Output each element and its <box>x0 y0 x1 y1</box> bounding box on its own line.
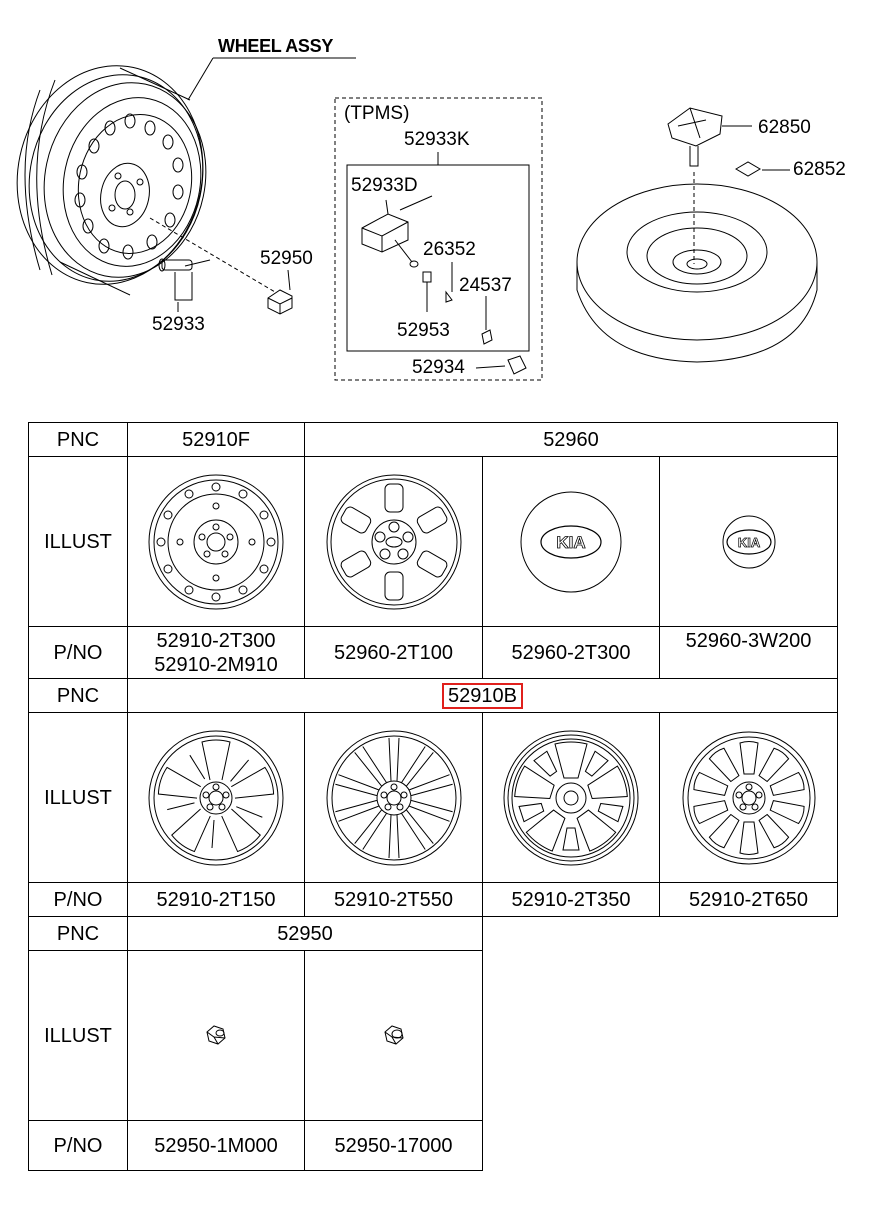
illust-alloy-wheel-2T350[interactable] <box>482 712 660 883</box>
illust-center-cap-large[interactable]: KIA <box>482 456 660 627</box>
illust-label: ILLUST <box>28 712 128 883</box>
part-24537-drawing <box>481 329 493 345</box>
valve-stem-drawing <box>158 258 211 301</box>
pno-label: P/NO <box>28 1120 128 1171</box>
alloy-wheel-icon <box>682 731 815 864</box>
part-62852-drawing <box>735 161 761 177</box>
kia-logo-icon: KIA <box>556 533 585 552</box>
pno-cell: 52910-2T550 <box>304 882 483 917</box>
pnc-label: PNC <box>28 678 128 713</box>
pnc-cell-52910F: 52910F <box>127 422 305 457</box>
pno-cell-52910F: 52910-2T300 52910-2M910 <box>127 626 305 679</box>
part-label-52933: 52933 <box>152 314 205 335</box>
wheel-cover-icon <box>326 474 461 609</box>
part-number[interactable]: 52960-2T100 <box>334 641 453 664</box>
part-number[interactable]: 52910-2T150 <box>156 888 276 911</box>
exploded-diagram: WHEEL ASSY (TPMS) 52933K 52933D 26352 24… <box>0 0 886 400</box>
pno-label: P/NO <box>28 882 128 917</box>
pnc-cell-52950: 52950 <box>127 916 483 951</box>
illust-alloy-wheel-2T650[interactable] <box>659 712 838 883</box>
part-label-62852: 62852 <box>793 159 846 180</box>
part-label-62850: 62850 <box>758 117 811 138</box>
part-52934-drawing <box>507 355 527 375</box>
highlighted-pnc[interactable]: 52910B <box>442 682 523 709</box>
part-number[interactable]: 52950-17000 <box>334 1134 453 1157</box>
pno-cell-cover: 52960-2T100 <box>304 626 483 679</box>
lug-nut-drawing <box>149 217 293 315</box>
pno-cell-cap-large: 52960-2T300 <box>482 626 660 679</box>
part-number[interactable]: 52910-2M910 <box>154 653 278 676</box>
part-number[interactable]: 52960-2T300 <box>511 641 631 664</box>
illust-wheel-cover[interactable] <box>304 456 483 627</box>
lug-nut-icon <box>206 1024 226 1045</box>
part-number[interactable]: 52910-2T350 <box>511 888 631 911</box>
hold-down-bolt-drawing <box>667 107 752 167</box>
pno-cell: 52910-2T650 <box>659 882 838 917</box>
illust-label: ILLUST <box>28 456 128 627</box>
pno-cell: 52910-2T350 <box>482 882 660 917</box>
center-cap-logo-icon: KIA <box>722 515 775 568</box>
part-number[interactable]: 52910-2T550 <box>334 888 453 911</box>
part-52953-drawing <box>422 271 432 283</box>
wheel-assembly-drawing <box>16 57 818 381</box>
pnc-label: PNC <box>28 422 128 457</box>
pno-cell: 52950-1M000 <box>127 1120 305 1171</box>
parts-table-main: PNC 52910F 52960 ILLUST <box>28 422 838 917</box>
part-number[interactable]: 52910-2T650 <box>689 888 808 911</box>
pno-cell-cap-small: 52960-3W200 <box>659 626 838 679</box>
tpms-label: (TPMS) <box>344 103 410 124</box>
tpms-sensor-drawing <box>361 199 419 268</box>
pno-label: P/NO <box>28 626 128 679</box>
illust-lug-nut-2[interactable] <box>304 950 483 1121</box>
part-label-52953: 52953 <box>397 320 450 341</box>
part-label-52933K: 52933K <box>404 129 470 150</box>
part-number[interactable]: 52950-1M000 <box>154 1134 278 1157</box>
parts-table-nuts: PNC 52950 ILLUST P/NO <box>28 916 483 1171</box>
alloy-wheel-icon <box>503 730 639 865</box>
center-cap-logo-icon: KIA <box>520 491 622 592</box>
steel-wheel-icon <box>148 474 284 609</box>
pnc-cell-52960: 52960 <box>304 422 838 457</box>
illust-center-cap-small[interactable]: KIA <box>659 456 838 627</box>
part-label-52950: 52950 <box>260 248 313 269</box>
steel-wheel-drawing <box>16 65 207 296</box>
part-label-52934: 52934 <box>412 357 465 378</box>
part-26352-drawing <box>445 290 453 303</box>
illust-alloy-wheel-2T550[interactable] <box>304 712 483 883</box>
part-label-24537: 24537 <box>459 275 512 296</box>
diagram-title: WHEEL ASSY <box>218 36 334 56</box>
alloy-wheel-icon <box>326 730 461 865</box>
illust-label: ILLUST <box>28 950 128 1121</box>
tpms-box <box>334 97 543 381</box>
part-number[interactable]: 52910-2T300 <box>156 629 276 652</box>
part-number[interactable]: 52960-3W200 <box>685 630 812 652</box>
illust-steel-wheel[interactable] <box>127 456 305 627</box>
pno-cell: 52950-17000 <box>304 1120 483 1171</box>
pno-cell: 52910-2T150 <box>127 882 305 917</box>
illust-lug-nut-1[interactable] <box>127 950 305 1121</box>
part-label-52933D: 52933D <box>351 175 418 196</box>
kia-logo-icon: KIA <box>737 535 760 550</box>
pnc-cell-52910B: 52910B <box>127 678 838 713</box>
part-label-26352: 26352 <box>423 239 476 260</box>
spare-tire-drawing <box>576 172 818 363</box>
pnc-label: PNC <box>28 916 128 951</box>
lug-nut-icon <box>383 1024 404 1045</box>
alloy-wheel-icon <box>148 730 284 865</box>
illust-alloy-wheel-2T150[interactable] <box>127 712 305 883</box>
